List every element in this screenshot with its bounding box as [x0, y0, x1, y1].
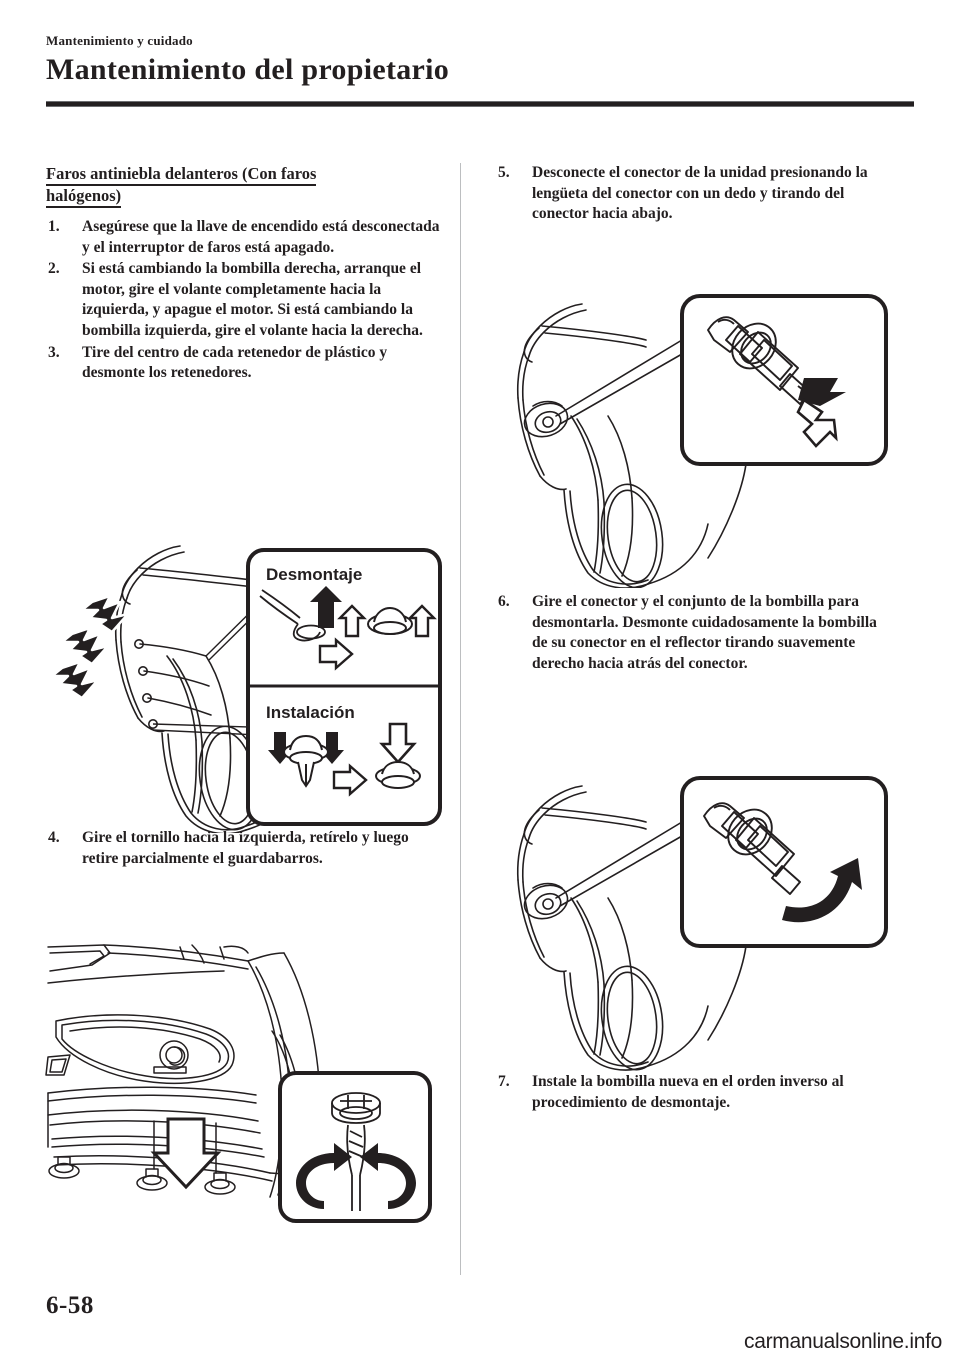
- right-steps-list-continued: 6. Gire el conector y el conjunto de la …: [496, 592, 894, 674]
- rotate-callout-panel: [680, 776, 888, 948]
- section-heading-line2: halógenos): [46, 186, 122, 208]
- step-item: 5. Desconecte el conector de la unidad p…: [496, 163, 894, 225]
- arrow-up-outline-icon: [407, 604, 437, 638]
- step-text: Tire del centro de cada retenedor de plá…: [82, 343, 388, 382]
- step-text: Instale la bombilla nueva en el orden in…: [532, 1073, 844, 1111]
- figure-connector-rotate: [486, 772, 890, 1072]
- page-number: 6-58: [46, 1292, 94, 1319]
- press-tab-arrow-icon: [798, 378, 846, 406]
- left-step-4-block: 4. Gire el tornillo hacia la izquierda, …: [46, 828, 444, 870]
- step-text: Si está cambiando la bombilla derecha, a…: [82, 260, 423, 339]
- arrow-down-outline-icon: [379, 722, 417, 764]
- section-heading: Faros antiniebla delanteros (Con faros h…: [46, 163, 444, 208]
- connector-callout-panel: [680, 294, 888, 466]
- step-text: Desconecte el conector de la unidad pres…: [532, 164, 868, 223]
- step-number: 4.: [48, 829, 60, 846]
- step-item: 4. Gire el tornillo hacia la izquierda, …: [46, 828, 444, 869]
- arrow-right-outline-icon: [332, 763, 368, 797]
- figure-connector-rotate-svg: [516, 776, 888, 1071]
- header-rule: [46, 101, 914, 107]
- left-column: Faros antiniebla delanteros (Con faros h…: [46, 163, 444, 385]
- figure-fender-screw: [34, 925, 446, 1230]
- right-steps-list-continued-2: 7. Instale la bombilla nueva en el orden…: [496, 1072, 894, 1113]
- right-steps-list: 5. Desconecte el conector de la unidad p…: [496, 163, 894, 225]
- figure-connector-disconnect-svg: [516, 294, 888, 588]
- step-number: 6.: [498, 593, 510, 610]
- step-number: 3.: [48, 343, 60, 361]
- right-column: 5. Desconecte el conector de la unidad p…: [496, 163, 894, 226]
- step-number: 7.: [498, 1073, 510, 1090]
- arrow-up-solid-icon: [310, 586, 342, 628]
- arrow-down-outline-icon: [150, 1117, 222, 1190]
- left-steps-list: 1. Asegúrese que la llave de encendido e…: [46, 217, 444, 384]
- step-number: 5.: [498, 164, 510, 181]
- right-step-6-block: 6. Gire el conector y el conjunto de la …: [496, 592, 894, 675]
- figure-retainer-removal-svg: Desmontaje Instalación: [50, 545, 442, 833]
- left-steps-list-continued: 4. Gire el tornillo hacia la izquierda, …: [46, 828, 444, 869]
- arrow-up-outline-icon: [337, 604, 367, 638]
- step-item: 3. Tire del centro de cada retenedor de …: [46, 343, 444, 384]
- step-item: 2. Si está cambiando la bombilla derecha…: [46, 259, 444, 341]
- page-title: Mantenimiento del propietario: [46, 53, 450, 86]
- header-eyebrow: Mantenimiento y cuidado: [46, 33, 193, 48]
- step-number: 1.: [48, 218, 60, 235]
- rotate-arrow-icon: [782, 858, 862, 923]
- step-number: 2.: [48, 260, 60, 278]
- section-heading-line1: Faros antiniebla delanteros (Con faros: [46, 164, 317, 186]
- step-item: 7. Instale la bombilla nueva en el orden…: [496, 1072, 894, 1113]
- pull-arrow-icons: [50, 594, 130, 700]
- removal-glyphs: [259, 586, 437, 671]
- rotation-arrow-icons: [296, 1143, 416, 1209]
- arrow-right-outline-icon: [318, 637, 354, 671]
- step-text: Gire el tornillo hacia la izquierda, ret…: [82, 829, 409, 867]
- step-item: 1. Asegúrese que la llave de encendido e…: [46, 217, 444, 258]
- step-text: Asegúrese que la llave de encendido está…: [82, 218, 440, 256]
- figure-retainer-removal: Desmontaje Instalación: [34, 528, 446, 833]
- watermark: carmanualsonline.info: [744, 1330, 942, 1353]
- step-item: 6. Gire el conector y el conjunto de la …: [496, 592, 894, 674]
- step-text: Gire el conector y el conjunto de la bom…: [532, 593, 877, 672]
- installation-glyphs: [268, 722, 421, 797]
- figure-fender-screw-svg: [45, 944, 432, 1223]
- column-divider: [460, 163, 461, 1275]
- screw-callout-panel: [278, 1071, 432, 1223]
- arrow-pull-down-outline-icon: [796, 398, 838, 448]
- figure-connector-disconnect: [486, 282, 890, 588]
- panel-label-desmontaje: Desmontaje: [266, 565, 362, 584]
- right-step-7-block: 7. Instale la bombilla nueva en el orden…: [496, 1072, 894, 1114]
- panel-label-instalacion: Instalación: [266, 703, 355, 722]
- retainer-procedure-panel: Desmontaje Instalación: [246, 548, 442, 826]
- page-header: Mantenimiento y cuidado Mantenimiento de…: [46, 34, 914, 88]
